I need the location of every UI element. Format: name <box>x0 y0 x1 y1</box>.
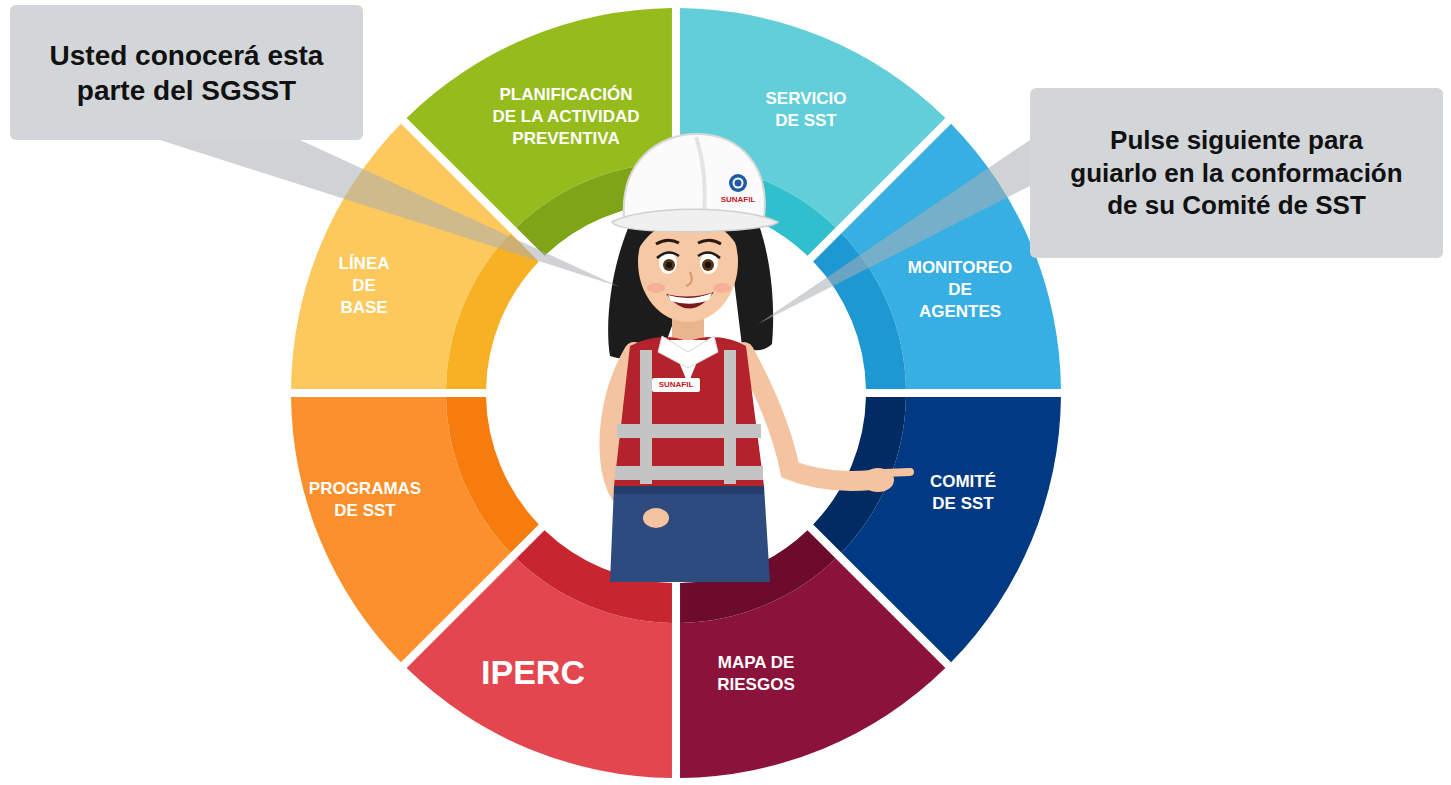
vest-badge <box>652 378 700 392</box>
segment-label: PLANIFICACIÓN DE LA ACTIVIDAD PREVENTIVA <box>488 84 644 150</box>
inspector-figure <box>608 134 910 582</box>
callout-pointer <box>758 140 1030 324</box>
segment-label: COMITÉ DE SST <box>928 471 998 515</box>
belt <box>614 486 764 494</box>
cheek <box>647 283 665 293</box>
helmet <box>624 134 765 218</box>
callout-pointer <box>160 140 1030 324</box>
teeth <box>668 293 712 304</box>
eyelash <box>657 252 679 258</box>
cheek <box>713 283 731 293</box>
skirt <box>610 486 770 582</box>
helmet-logo <box>729 174 747 192</box>
arm <box>744 352 872 481</box>
segment-label: MAPA DE RIESGOS <box>710 652 802 696</box>
helmet-ridge <box>696 137 705 214</box>
pupil <box>666 262 672 268</box>
helmet-brim <box>612 209 778 232</box>
segment-label: PROGRAMAS DE SST <box>307 478 423 522</box>
eyebrow <box>698 240 721 244</box>
mouth <box>666 292 714 309</box>
eyebrow <box>656 240 679 244</box>
callout-pointer <box>160 140 620 287</box>
finger <box>884 472 910 473</box>
reflective-stripe <box>617 424 761 438</box>
pupil <box>705 262 711 268</box>
wheel-segment: PROGRAMAS DE SST <box>289 391 544 668</box>
reflective-stripe <box>640 350 652 484</box>
logo-text: SUNAFIL <box>721 196 756 204</box>
callout-box: Usted conocerá esta parte del SGSST <box>10 5 363 140</box>
segment-label: SERVICIO DE SST <box>764 88 848 132</box>
callout-text: Usted conocerá esta parte del SGSST <box>32 38 342 108</box>
segment-shape <box>289 391 544 668</box>
iris <box>702 259 714 271</box>
segment-label: MONITOREO DE AGENTES <box>906 257 1014 323</box>
reflective-stripe <box>724 350 736 484</box>
hand <box>643 508 669 528</box>
segment-shape <box>291 397 539 662</box>
iris <box>663 259 675 271</box>
segment-inner-band <box>446 397 539 553</box>
nose <box>686 272 692 286</box>
eyelash <box>698 252 720 258</box>
logo-text: SUNAFIL <box>659 381 694 389</box>
callout-text: Pulse siguiente para guiarlo en la confo… <box>1067 124 1407 222</box>
collar <box>658 336 718 368</box>
helmet-logo <box>734 179 743 188</box>
callout-box: Pulse siguiente para guiarlo en la confo… <box>1030 88 1443 258</box>
segment-label: IPERC <box>480 650 587 694</box>
segment-label: LÍNEA DE BASE <box>337 253 391 319</box>
reflective-stripe <box>615 466 763 480</box>
